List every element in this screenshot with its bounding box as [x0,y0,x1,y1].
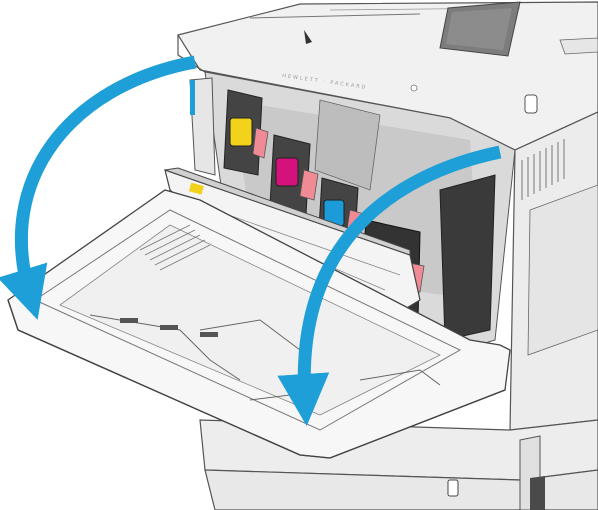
tray-lock-icon [447,479,459,497]
side-button [524,94,538,114]
door-inner-edge [33,209,462,431]
side-vent [521,139,565,200]
tray-2 [204,469,598,510]
toner-yellow [223,89,269,176]
logo-dot [410,84,418,92]
toner-magenta [269,134,319,216]
arrow-front-door [0,55,197,320]
arrow-toner-tray [277,145,502,426]
label-yellow [188,182,204,195]
